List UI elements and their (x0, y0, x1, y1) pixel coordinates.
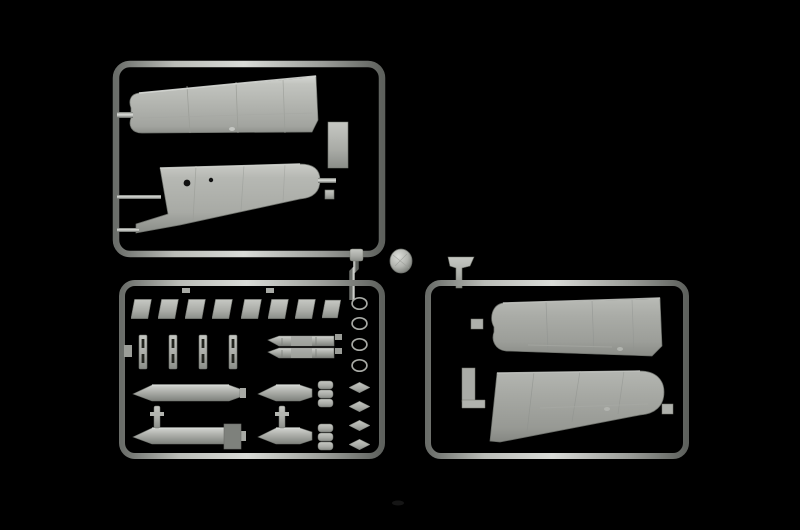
bomb-pair-right (253, 380, 340, 451)
bomb-pair-left (128, 384, 252, 450)
banded-rack (317, 423, 334, 451)
pylon-link-row (124, 328, 238, 378)
small-block-part (223, 423, 242, 450)
sprue-frame-rail (112, 60, 386, 258)
rocket-pod (258, 335, 345, 347)
finned-bomb (132, 384, 252, 402)
round-disc-part (389, 248, 413, 274)
fin-vane-row (131, 288, 342, 328)
sprue-top-left (112, 60, 386, 258)
part-right-wing-lower-half (461, 367, 674, 443)
finned-bomb-with-banded-rack (257, 380, 340, 408)
part-insert-tab-lower (324, 189, 335, 200)
background-smudge (392, 500, 404, 506)
part-insert-tab-upper (327, 121, 349, 169)
runner-boss (349, 248, 364, 262)
part-right-wing-upper-half (470, 297, 663, 357)
part-left-wing-upper-half (117, 75, 319, 134)
sprue-bottom-left (119, 280, 385, 459)
rocket-pod-pair (256, 333, 345, 360)
sprue-frame-rail (425, 280, 689, 459)
tee-runner-joint (447, 256, 475, 289)
sprue-frame-rail (119, 280, 385, 459)
center-connectors (349, 248, 475, 300)
small-parts-strip (345, 296, 370, 450)
bomb-cross-brace (128, 405, 175, 429)
banded-rack (317, 380, 334, 408)
sprue-bottom-right (425, 280, 689, 459)
finned-bomb-with-banded-rack (257, 423, 340, 451)
part-left-wing-lower-half (117, 163, 336, 234)
bomb-cross-brace (253, 405, 300, 429)
